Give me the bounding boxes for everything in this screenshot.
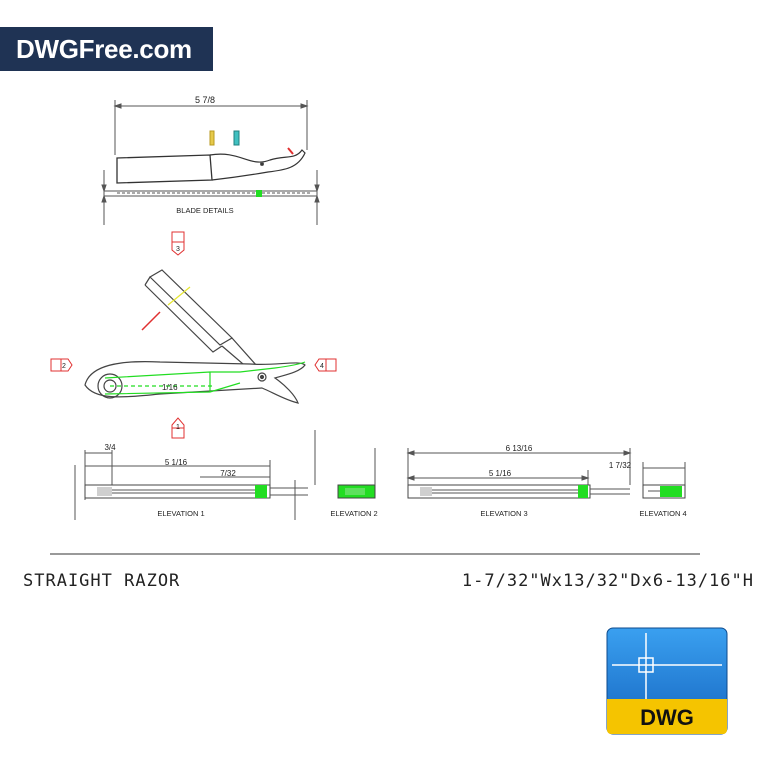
marker-1 [171, 417, 185, 439]
dim-elev4-width: 1 7/32 [609, 461, 632, 470]
label-elevation-3: ELEVATION 3 [480, 509, 527, 518]
dim-elev3-overall: 6 13/16 [506, 444, 533, 453]
drawing-dimensions: 1-7/32"Wx13/32"Dx6-13/16"H [461, 571, 754, 591]
elevation-1-view [74, 430, 316, 520]
dim-elev1-c: 7/32 [220, 469, 236, 478]
brand-logo: DWGFree.com [0, 27, 213, 71]
drawing-title: STRAIGHT RAZOR [23, 571, 181, 591]
marker-3-label: 3 [176, 246, 180, 253]
blade-details-view [101, 100, 320, 225]
label-blade-details: BLADE DETAILS [176, 206, 233, 215]
marker-1-label: 1 [176, 424, 180, 431]
dim-blade-overall: 5 7/8 [195, 95, 215, 105]
label-elevation-4: ELEVATION 4 [639, 509, 686, 518]
elevation-4-view [642, 462, 686, 499]
dim-elev3-inner: 5 1/16 [489, 469, 512, 478]
marker-2-label: 2 [62, 363, 66, 370]
marker-2 [50, 358, 73, 372]
marker-3 [171, 231, 185, 256]
elevation-3-view [406, 448, 632, 499]
dwg-badge-label: DWG [640, 705, 694, 730]
marker-4 [314, 358, 337, 372]
elevation-2-view [337, 448, 376, 499]
marker-4-label: 4 [320, 363, 324, 370]
dim-elev1-a: 3/4 [104, 443, 116, 452]
assembly-view [84, 269, 306, 404]
label-elevation-2: ELEVATION 2 [330, 509, 377, 518]
dim-elev1-b: 5 1/16 [165, 458, 188, 467]
dim-pivot: 1/16 [162, 383, 178, 392]
label-elevation-1: ELEVATION 1 [157, 509, 204, 518]
dwg-file-icon: DWG [606, 627, 728, 735]
